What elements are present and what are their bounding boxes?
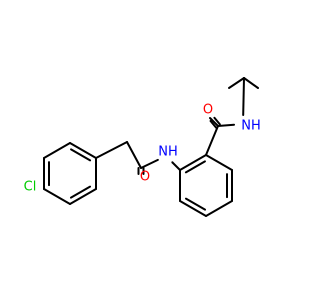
atom-label-chlorine: Cl — [24, 180, 37, 195]
atom-label-oxygen-benzamide: O — [203, 103, 213, 118]
atom-label-amide-nh: NH — [241, 119, 261, 134]
bond — [209, 119, 218, 129]
bond — [171, 161, 181, 171]
bond — [184, 197, 207, 211]
bond — [95, 141, 128, 159]
bond — [242, 77, 245, 117]
bond — [69, 185, 92, 199]
bond — [179, 200, 207, 217]
bond — [184, 160, 206, 174]
bond — [228, 77, 245, 89]
bond — [213, 116, 221, 126]
atom-label-anilide-nh: NH — [158, 145, 178, 160]
bond — [43, 142, 71, 159]
bond — [179, 154, 207, 171]
bond — [205, 200, 233, 217]
bond — [69, 188, 97, 205]
bond — [140, 158, 159, 169]
bond — [205, 125, 219, 156]
bond — [217, 123, 236, 127]
bond — [69, 142, 97, 159]
atom-label-oxygen-acetamide: O — [140, 170, 150, 185]
bond — [243, 77, 259, 89]
molecule-canvas: Cl NH NH O O — [23, 77, 261, 217]
bond — [205, 154, 233, 171]
molecule-structure: Cl NH NH O O — [24, 77, 261, 217]
bond — [209, 117, 219, 127]
bond — [70, 148, 92, 162]
bond — [126, 141, 142, 169]
bond — [43, 188, 71, 205]
